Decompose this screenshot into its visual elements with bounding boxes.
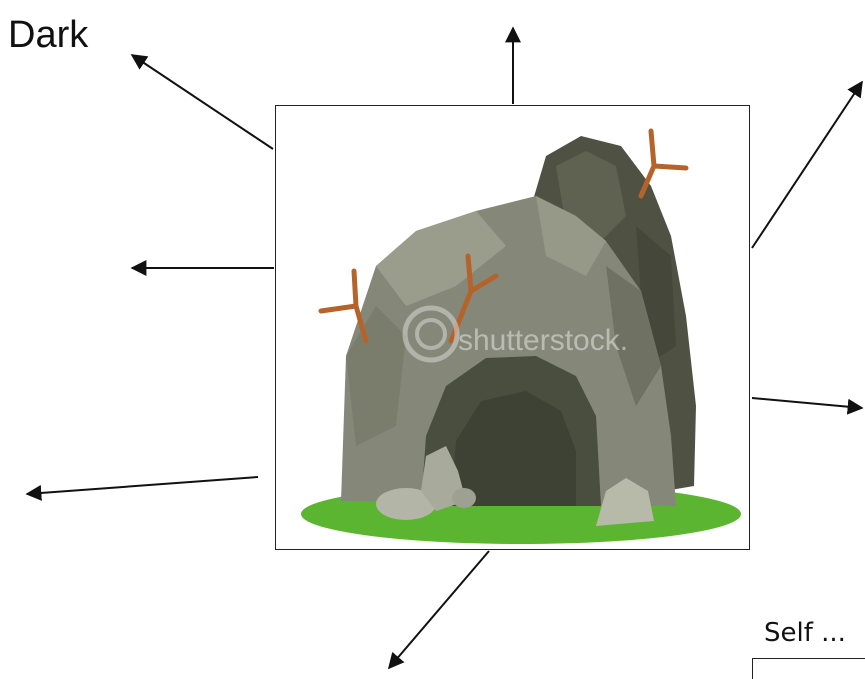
label-self: Self ... — [764, 618, 846, 648]
cave-illustration: shutterstock. — [276, 106, 748, 548]
cave-image-frame: shutterstock. — [275, 105, 750, 550]
arrow-top-right — [752, 82, 862, 248]
watermark-text: shutterstock. — [458, 324, 628, 357]
label-dark: Dark — [8, 14, 88, 57]
branch-right — [641, 131, 686, 196]
arrow-bottom-left — [27, 477, 258, 494]
arrow-top-left — [132, 55, 273, 149]
arrow-right — [752, 398, 862, 408]
arrow-bottom — [389, 551, 489, 668]
self-box — [752, 658, 865, 679]
